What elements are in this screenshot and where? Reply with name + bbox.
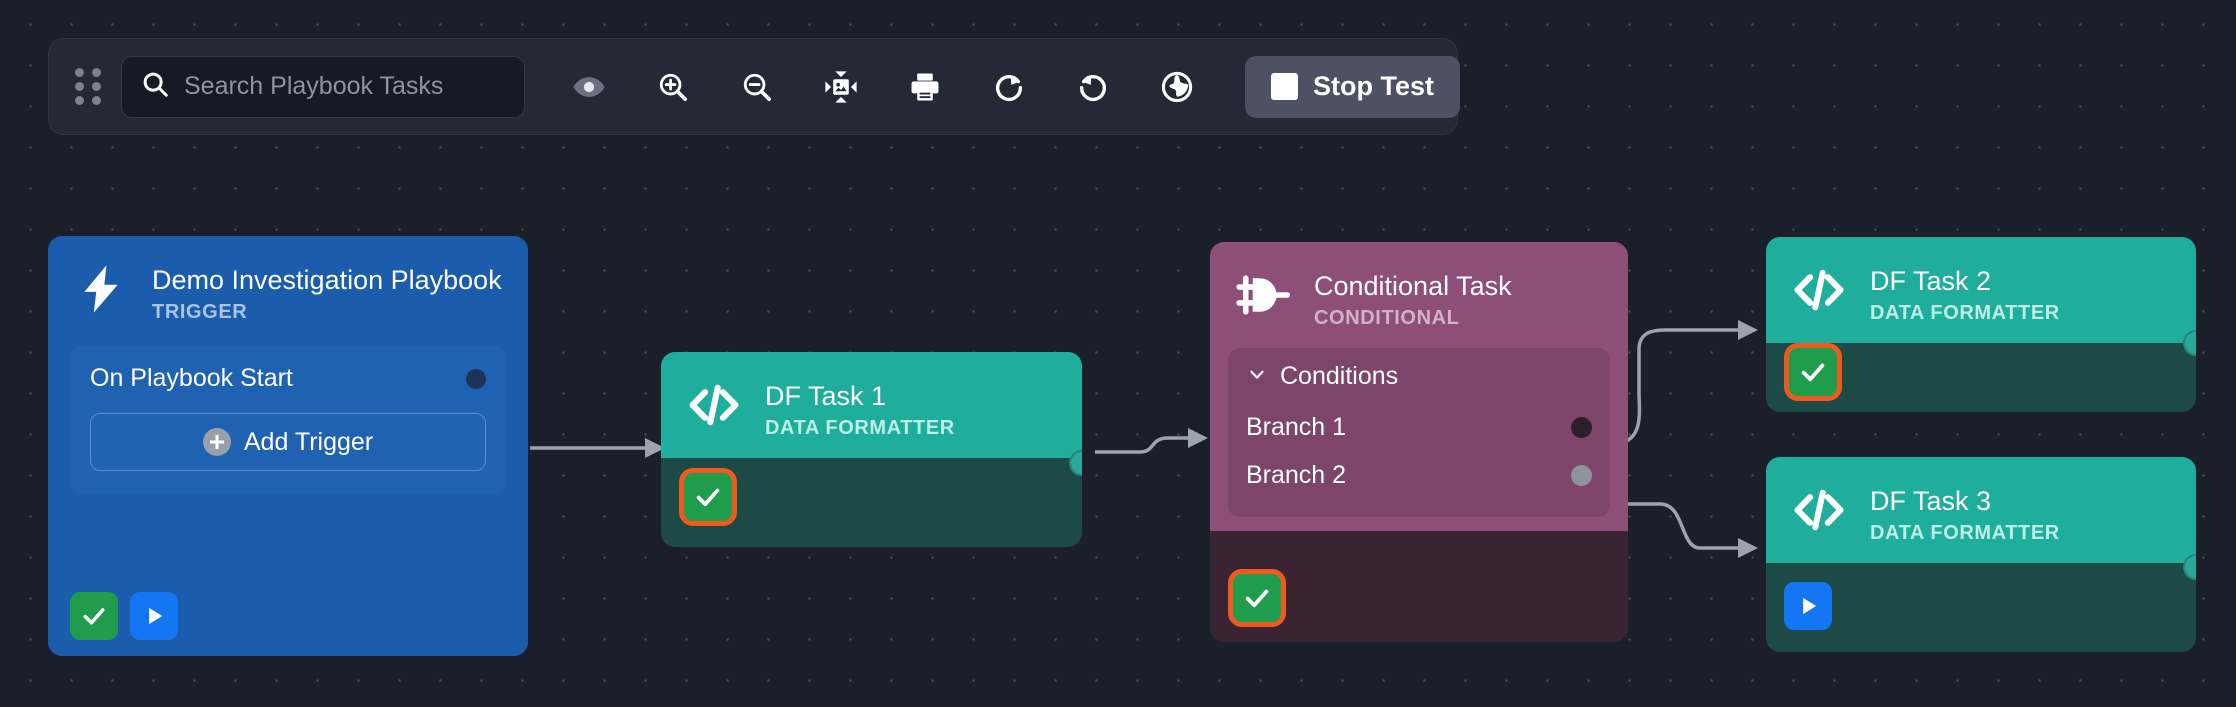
node-subtitle: DATA FORMATTER [765,417,955,439]
conditions-label: Conditions [1280,362,1399,390]
node-df-task-2[interactable]: DF Task 2 DATA FORMATTER [1766,237,2196,412]
globe-icon[interactable] [1135,56,1219,118]
stop-test-button[interactable]: Stop Test [1245,55,1460,118]
node-trigger-demo-investigation-playbook[interactable]: Demo Investigation Playbook TRIGGER On P… [48,236,528,656]
node-title-group: DF Task 2 DATA FORMATTER [1870,259,2060,325]
check-chip[interactable] [1228,569,1286,627]
node-header: DF Task 1 DATA FORMATTER [661,352,1082,458]
on-playbook-start-label: On Playbook Start [90,364,293,392]
node-footer [1766,560,2196,652]
conditions-panel: Conditions Branch 1 Branch 2 [1228,348,1610,517]
node-footer [1210,554,1628,642]
node-subtitle: CONDITIONAL [1314,307,1460,329]
output-port-dot[interactable] [466,368,486,389]
branch-row[interactable]: Branch 2 [1246,451,1592,499]
add-trigger-button[interactable]: Add Trigger [90,413,486,471]
on-playbook-start-row[interactable]: On Playbook Start [90,364,486,393]
code-brackets-icon [683,374,745,436]
add-trigger-label: Add Trigger [243,427,374,456]
branch-output-port-dot[interactable] [1571,464,1592,486]
run-chip[interactable] [1784,582,1832,630]
toolbar-icon-group [547,56,1219,118]
branch-output-port-dot[interactable] [1571,416,1592,438]
node-footer [661,447,1082,547]
run-chip[interactable] [130,592,178,640]
eye-icon[interactable] [547,56,631,118]
check-chip[interactable] [1784,343,1842,401]
check-chip[interactable] [70,592,118,640]
stop-test-label: Stop Test [1313,71,1434,101]
trigger-panel: On Playbook Start Add Trigger [70,346,506,493]
node-footer [1766,332,2196,412]
conditional-gate-icon [1232,264,1294,326]
node-subtitle: TRIGGER [152,301,248,323]
lightning-bolt-icon [70,258,132,320]
node-title: Demo Investigation Playbook [152,265,502,295]
zoom-out-icon[interactable] [715,56,799,118]
node-header: Demo Investigation Playbook TRIGGER [48,236,528,342]
playbook-toolbar: Stop Test [48,38,1460,135]
node-title: DF Task 2 [1870,266,1992,296]
search-icon [140,69,170,104]
node-title-group: DF Task 3 DATA FORMATTER [1870,479,2060,545]
node-title-group: Demo Investigation Playbook TRIGGER [152,258,502,324]
node-conditional-task[interactable]: Conditional Task CONDITIONAL Conditions … [1210,242,1628,642]
node-subtitle: DATA FORMATTER [1870,302,2060,324]
branch-label: Branch 2 [1246,460,1347,489]
code-brackets-icon [1788,259,1850,321]
conditions-body: Conditions Branch 1 Branch 2 [1210,348,1628,531]
branch-label: Branch 1 [1246,412,1347,441]
stop-square-icon [1271,73,1298,100]
fit-screen-icon[interactable] [799,56,883,118]
node-title-group: DF Task 1 DATA FORMATTER [765,374,955,440]
node-title-group: Conditional Task CONDITIONAL [1314,264,1512,330]
branch-row[interactable]: Branch 1 [1246,403,1592,451]
node-df-task-1[interactable]: DF Task 1 DATA FORMATTER [661,352,1082,547]
node-header: Conditional Task CONDITIONAL [1210,242,1628,348]
node-subtitle: DATA FORMATTER [1870,522,2060,544]
search-input[interactable] [184,72,506,101]
redo-icon[interactable] [967,56,1051,118]
conditions-toggle[interactable]: Conditions [1246,362,1592,391]
node-df-task-3[interactable]: DF Task 3 DATA FORMATTER [1766,457,2196,652]
undo-icon[interactable] [1051,56,1135,118]
check-chip[interactable] [679,468,737,526]
search-input-wrapper[interactable] [121,55,525,118]
plus-circle-icon [202,428,231,456]
node-title: Conditional Task [1314,271,1512,301]
node-title: DF Task 3 [1870,486,1992,516]
drag-dots-icon[interactable] [75,68,101,105]
node-title: DF Task 1 [765,381,887,411]
code-brackets-icon [1788,479,1850,541]
node-footer [48,576,528,656]
chevron-down-icon [1246,363,1268,390]
print-icon[interactable] [883,56,967,118]
node-header: DF Task 3 DATA FORMATTER [1766,457,2196,563]
zoom-in-icon[interactable] [631,56,715,118]
node-header: DF Task 2 DATA FORMATTER [1766,237,2196,343]
